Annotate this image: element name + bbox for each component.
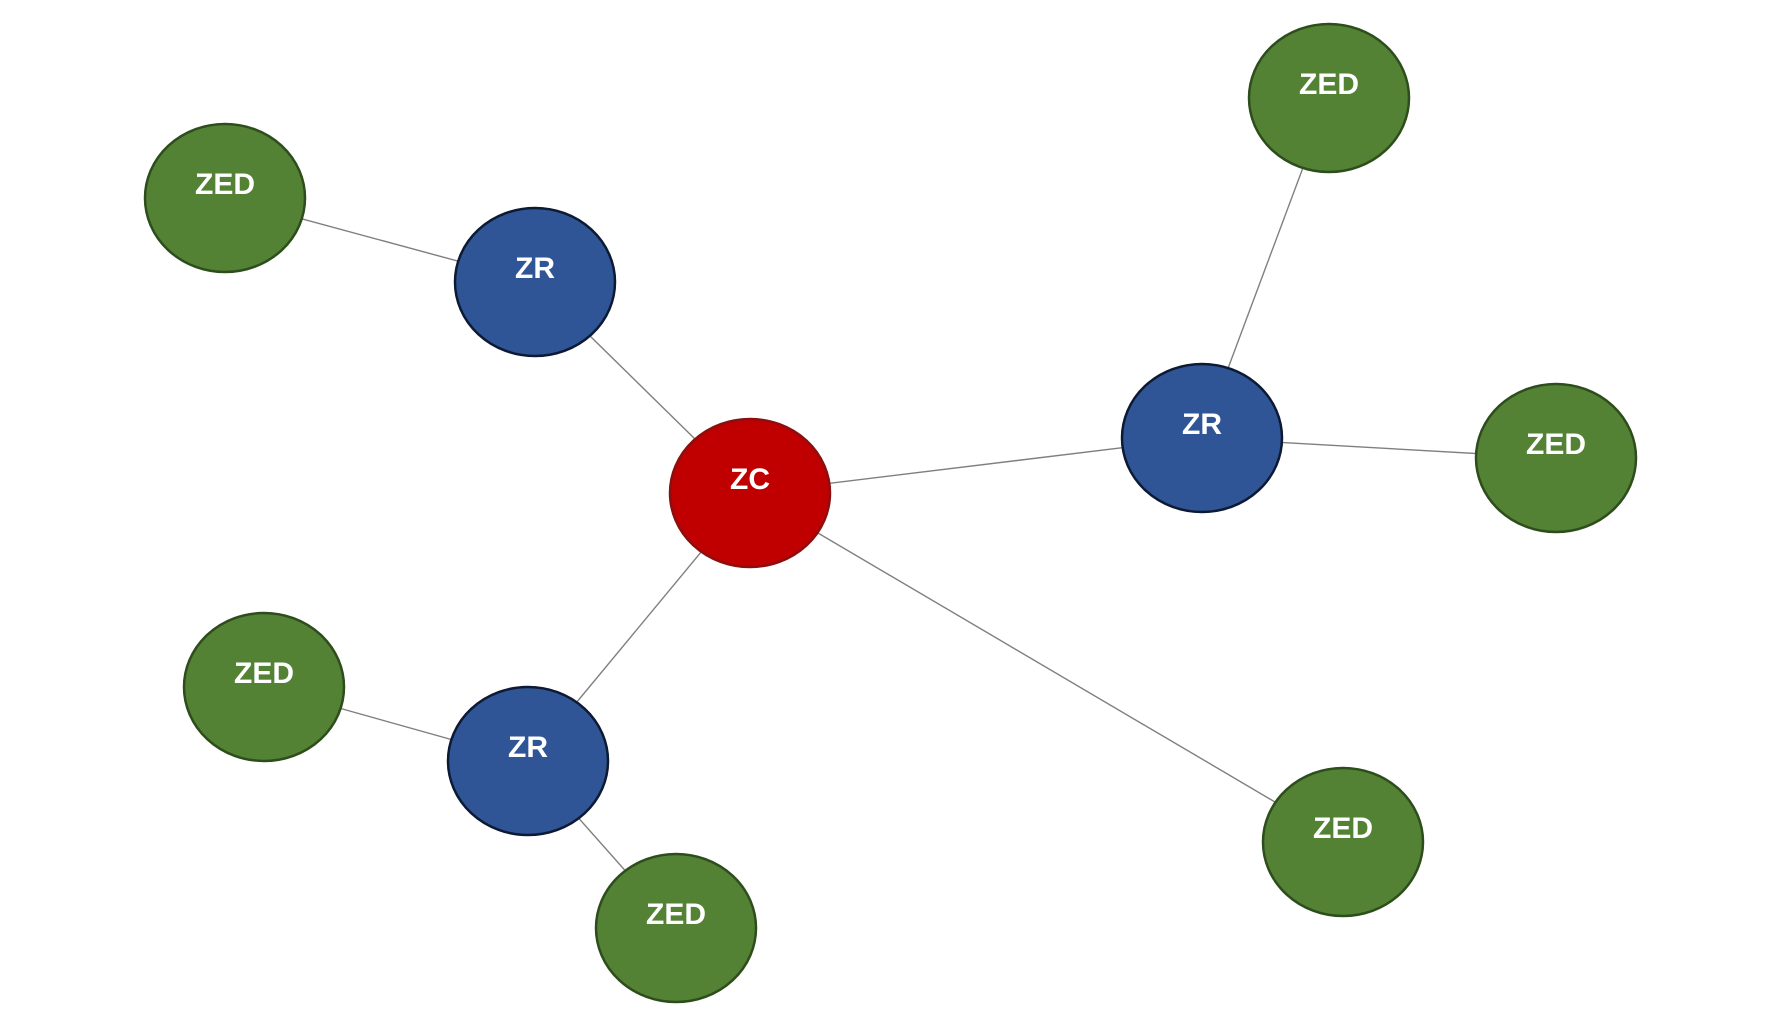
- node-zr1-circle: [453, 206, 617, 358]
- node-zr1-label: ZR: [515, 252, 555, 285]
- node-zed4: ZED: [182, 611, 346, 763]
- node-zed5-label: ZED: [646, 898, 706, 931]
- node-zr2-label: ZR: [1182, 408, 1222, 441]
- node-zr1: ZR: [453, 206, 617, 358]
- node-zr3-label: ZR: [508, 731, 548, 764]
- node-zed1: ZED: [143, 122, 307, 274]
- node-zed2: ZED: [1247, 22, 1411, 174]
- edge-zc-zed7: [749, 492, 1344, 843]
- node-zc: ZC: [668, 417, 832, 569]
- node-zed5: ZED: [594, 852, 758, 1004]
- node-zed7: ZED: [1261, 766, 1425, 918]
- node-zc-label: ZC: [730, 463, 770, 496]
- node-zc-circle: [668, 417, 832, 569]
- node-zr3: ZR: [446, 685, 610, 837]
- node-zed3: ZED: [1474, 382, 1638, 534]
- node-zed7-circle: [1261, 766, 1425, 918]
- node-zed7-label: ZED: [1313, 812, 1373, 845]
- node-zed4-label: ZED: [234, 657, 294, 690]
- node-zed4-circle: [182, 611, 346, 763]
- node-zed3-label: ZED: [1526, 428, 1586, 461]
- nodes-layer: ZC ZR ZR ZR ZED ZED ZED ZED ZED ZED: [143, 22, 1638, 1004]
- node-zr3-circle: [446, 685, 610, 837]
- node-zed3-circle: [1474, 382, 1638, 534]
- node-zr2-circle: [1120, 362, 1284, 514]
- node-zed5-circle: [594, 852, 758, 1004]
- node-zed2-label: ZED: [1299, 68, 1359, 101]
- node-zed2-circle: [1247, 22, 1411, 174]
- node-zr2: ZR: [1120, 362, 1284, 514]
- node-zed1-circle: [143, 122, 307, 274]
- node-zed1-label: ZED: [195, 168, 255, 201]
